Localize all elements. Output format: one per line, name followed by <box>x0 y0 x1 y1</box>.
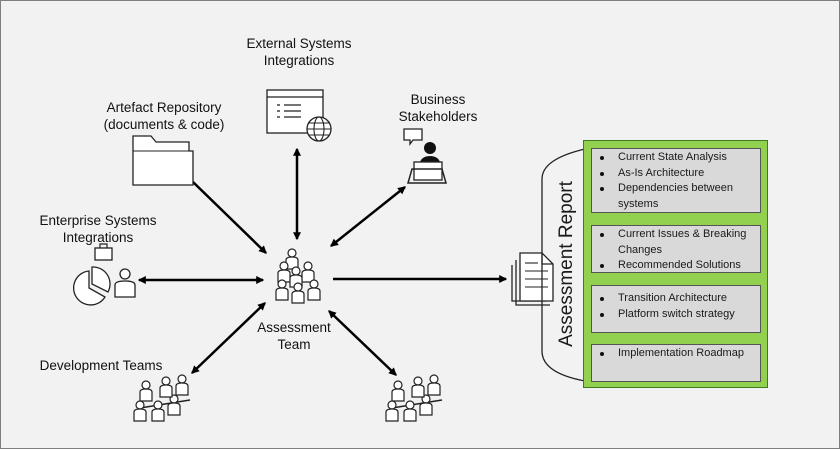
enterprise-systems-label: Enterprise Systems Integrations <box>23 212 173 246</box>
document-stack-icon <box>511 252 554 306</box>
report-bullet: Current Issues & Breaking Changes <box>595 227 758 258</box>
report-bullet: Recommended Solutions <box>595 258 758 274</box>
external-systems-label: External Systems Integrations <box>229 35 369 69</box>
assessment-report-title-text: Assessment Report <box>556 180 578 347</box>
assessment-report-panel: Current State Analysis As-Is Architectur… <box>583 140 768 388</box>
assessment-team-group-icon <box>275 248 321 304</box>
arrow-team-devteams <box>191 302 266 374</box>
report-bullet: As-Is Architecture <box>595 166 758 182</box>
report-bullet: Current State Analysis <box>595 150 758 166</box>
enterprise-systems-text: Enterprise Systems Integrations <box>39 213 157 245</box>
development-teams-label: Development Teams <box>21 357 181 374</box>
report-bracket <box>541 148 586 382</box>
pie-chart-person-icon <box>73 243 136 306</box>
arrow-team-meeting <box>328 310 397 376</box>
external-systems-text: External Systems Integrations <box>246 36 352 68</box>
report-bullet: Platform switch strategy <box>595 307 758 323</box>
report-section-roadmap: Implementation Roadmap <box>591 344 761 382</box>
arrow-team-business <box>330 186 406 247</box>
folder-icon <box>132 135 194 186</box>
report-section-transition: Transition Architecture Platform switch … <box>591 285 761 333</box>
report-bullet: Transition Architecture <box>595 291 758 307</box>
report-bullet: Dependencies between systems <box>595 181 758 212</box>
report-section-analysis: Current State Analysis As-Is Architectur… <box>591 148 761 213</box>
report-section-issues: Current Issues & Breaking Changes Recomm… <box>591 225 761 273</box>
arrow-artefact-to-team <box>192 181 267 254</box>
business-stakeholders-label: Business Stakeholders <box>383 91 493 125</box>
report-bullet: Implementation Roadmap <box>595 346 758 362</box>
development-teams-text: Development Teams <box>39 358 163 373</box>
artefact-repository-label: Artefact Repository (documents & code) <box>79 99 249 133</box>
presenter-stakeholder-icon <box>403 128 447 184</box>
business-stakeholders-text: Business Stakeholders <box>398 92 478 124</box>
artefact-repository-text: Artefact Repository (documents & code) <box>103 100 225 132</box>
meeting-team-icon <box>386 375 442 421</box>
assessment-report-title: Assessment Report <box>548 151 586 376</box>
assessment-team-text: Assessment Team <box>257 320 331 352</box>
assessment-team-label: Assessment Team <box>241 319 347 353</box>
browser-globe-icon <box>266 89 332 142</box>
meeting-team-icon <box>134 375 190 421</box>
